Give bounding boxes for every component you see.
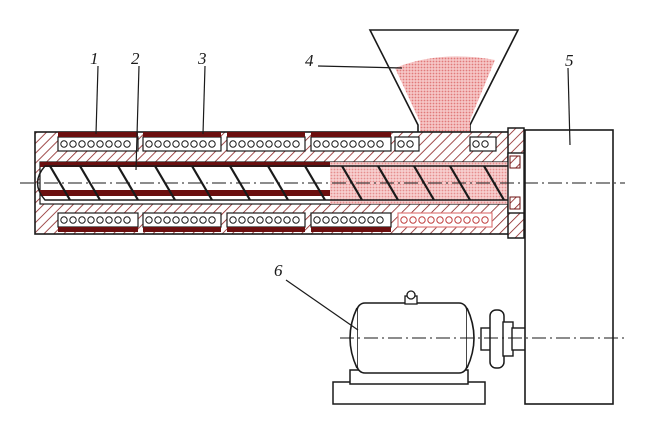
coil-turn xyxy=(340,216,348,224)
coil-turn xyxy=(397,140,405,148)
coil-turn xyxy=(181,140,189,148)
coil-turn xyxy=(145,140,153,148)
coil-turn xyxy=(481,216,489,224)
coil-turn xyxy=(313,140,321,148)
coil-turn xyxy=(172,216,180,224)
coil-turn xyxy=(87,216,95,224)
coil-turn xyxy=(163,140,171,148)
coil-turn xyxy=(208,140,216,148)
coil-turn xyxy=(367,140,375,148)
coil-turn xyxy=(358,216,366,224)
coil-turn xyxy=(349,140,357,148)
coil-turn xyxy=(283,216,291,224)
coil-turn xyxy=(208,216,216,224)
motor-base xyxy=(332,381,486,405)
coil-turn xyxy=(400,216,408,224)
coil-turn xyxy=(123,216,131,224)
coil-turn xyxy=(199,216,207,224)
coil-turn xyxy=(481,140,489,148)
coil-turn xyxy=(367,216,375,224)
coil-turn xyxy=(340,140,348,148)
coil-turn xyxy=(238,216,246,224)
leader-lines xyxy=(95,65,571,331)
coil-turn xyxy=(349,216,357,224)
coil-turn xyxy=(313,216,321,224)
coil-turn xyxy=(322,140,330,148)
label-3: 3 xyxy=(197,49,207,68)
coil-turn xyxy=(96,216,104,224)
label-6: 6 xyxy=(274,261,283,280)
centre-lines xyxy=(20,182,625,339)
coil-turn xyxy=(274,216,282,224)
coil-turn xyxy=(418,216,426,224)
coil-turn xyxy=(96,140,104,148)
coil-turn xyxy=(292,216,300,224)
coil-turn xyxy=(454,216,462,224)
coil-turn xyxy=(114,216,122,224)
coil-turn xyxy=(172,140,180,148)
coil-turn xyxy=(190,216,198,224)
label-2: 2 xyxy=(131,49,140,68)
coil-turn xyxy=(265,216,273,224)
coil-turn xyxy=(436,216,444,224)
label-1: 1 xyxy=(90,49,99,68)
label-4: 4 xyxy=(305,51,314,70)
melt-band xyxy=(40,190,330,196)
coil-turn xyxy=(409,216,417,224)
coil-turn xyxy=(154,140,162,148)
coil-turn xyxy=(145,216,153,224)
coil-turn xyxy=(154,216,162,224)
coil-turn xyxy=(190,140,198,148)
bearing-top xyxy=(509,155,521,169)
coil-turn xyxy=(78,140,86,148)
coil-turn xyxy=(427,216,435,224)
coil-turn xyxy=(181,216,189,224)
coil-turn xyxy=(331,140,339,148)
coil-turn xyxy=(247,140,255,148)
coil-turn xyxy=(114,140,122,148)
coil-turn xyxy=(229,216,237,224)
shaft-coupling xyxy=(480,309,527,369)
coil-turn xyxy=(292,140,300,148)
coil-turn xyxy=(69,216,77,224)
coil-turn xyxy=(265,140,273,148)
coil-turn xyxy=(69,140,77,148)
coil-turn xyxy=(199,140,207,148)
bearing-bottom xyxy=(509,196,521,210)
coil-turn xyxy=(78,216,86,224)
heater-coils xyxy=(60,140,489,224)
coil-turn xyxy=(322,216,330,224)
coil-turn xyxy=(376,140,384,148)
coil-turn xyxy=(60,216,68,224)
coil-turn xyxy=(123,140,131,148)
gearbox xyxy=(524,129,614,405)
coil-turn xyxy=(406,140,414,148)
coil-turn xyxy=(60,140,68,148)
coil-turn xyxy=(376,216,384,224)
coil-turn xyxy=(472,140,480,148)
coil-turn xyxy=(247,216,255,224)
coil-turn xyxy=(283,140,291,148)
coil-turn xyxy=(358,140,366,148)
coil-turn xyxy=(472,216,480,224)
coil-turn xyxy=(105,216,113,224)
coil-turn xyxy=(105,140,113,148)
coil-turn xyxy=(229,140,237,148)
coil-turn xyxy=(445,216,453,224)
coil-turn xyxy=(256,216,264,224)
coil-turn xyxy=(238,140,246,148)
coil-turn xyxy=(256,140,264,148)
coil-turn xyxy=(331,216,339,224)
electric-motor xyxy=(349,290,475,374)
melt-band-top xyxy=(40,162,330,167)
coil-turn xyxy=(87,140,95,148)
label-5: 5 xyxy=(565,51,574,70)
coil-turn xyxy=(274,140,282,148)
coil-turn xyxy=(463,216,471,224)
coil-turn xyxy=(163,216,171,224)
